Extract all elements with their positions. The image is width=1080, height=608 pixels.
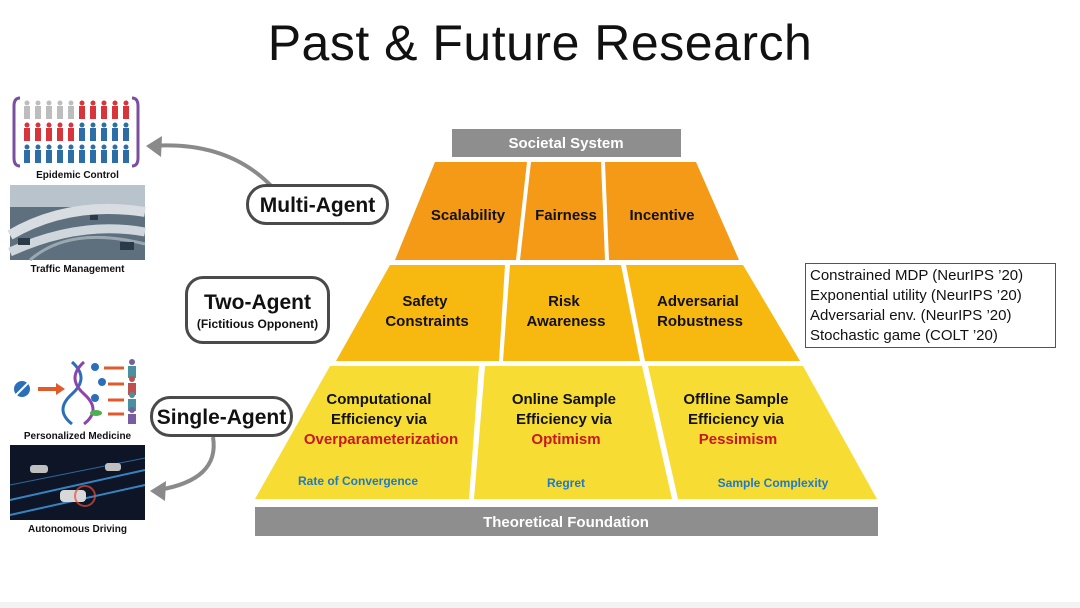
fairness-label: Fairness [535, 207, 597, 224]
single-agent-pill: Single-Agent [150, 396, 293, 437]
single-agent-arrowhead [150, 481, 166, 501]
epidemic-caption: Epidemic Control [36, 170, 119, 181]
offline-label: Offline Sample Efficiency via Pessimism [683, 391, 792, 448]
traffic-image [7, 185, 146, 262]
societal-system-label: Societal System [508, 135, 623, 152]
adversarial-cell [626, 265, 800, 361]
epidemic-people-icon [12, 96, 140, 168]
computational-cell [255, 366, 479, 499]
offline-metric: Sample Complexity [718, 476, 829, 490]
theoretical-foundation-bar [255, 507, 878, 536]
safety-cell [336, 265, 505, 361]
slide-bottom-strip [0, 602, 1080, 608]
societal-system-bar [452, 129, 681, 157]
online-metric: Regret [547, 476, 585, 490]
multi-agent-arrowhead [146, 136, 162, 157]
two-agent-pill: Two-Agent (Fictitious Opponent) [185, 276, 330, 344]
theoretical-foundation-label: Theoretical Foundation [483, 514, 649, 531]
online-cell [474, 366, 672, 499]
safety-label: Safety Constraints [385, 293, 468, 330]
offline-cell [648, 366, 877, 499]
two-agent-label: Two-Agent [204, 291, 311, 314]
fairness-cell [520, 162, 605, 260]
multi-agent-label: Multi-Agent [259, 194, 376, 217]
scalability-cell [395, 162, 527, 260]
page-title: Past & Future Research [267, 15, 813, 71]
reference-item: Adversarial env. (NeurIPS ’20) [810, 307, 1012, 324]
adversarial-label: Adversarial Robustness [657, 293, 743, 330]
scalability-label: Scalability [431, 207, 506, 224]
computational-metric: Rate of Convergence [298, 474, 418, 488]
driving-caption: Autonomous Driving [28, 524, 127, 535]
incentive-label: Incentive [629, 207, 694, 224]
driving-image [9, 445, 146, 520]
two-agent-sublabel: (Fictitious Opponent) [196, 317, 319, 331]
online-label: Online Sample Efficiency via Optimism [512, 391, 620, 448]
traffic-caption: Traffic Management [30, 264, 125, 275]
reference-item: Stochastic game (COLT ’20) [810, 327, 998, 344]
multi-agent-pill: Multi-Agent [246, 184, 389, 225]
medicine-icon [14, 359, 136, 426]
risk-label: Risk Awareness [527, 293, 606, 330]
reference-item: Constrained MDP (NeurIPS ’20) [810, 267, 1024, 284]
computational-label: Computational Efficiency via Overparamet… [304, 391, 458, 448]
medicine-caption: Personalized Medicine [23, 431, 132, 442]
risk-cell [503, 265, 640, 361]
reference-item: Exponential utility (NeurIPS ’20) [810, 287, 1022, 304]
multi-agent-arrow [149, 143, 277, 192]
single-agent-label: Single-Agent [156, 406, 287, 429]
references-box: Constrained MDP (NeurIPS ’20) Exponentia… [805, 263, 1056, 348]
single-agent-arrow [157, 436, 216, 492]
incentive-cell [605, 162, 739, 260]
